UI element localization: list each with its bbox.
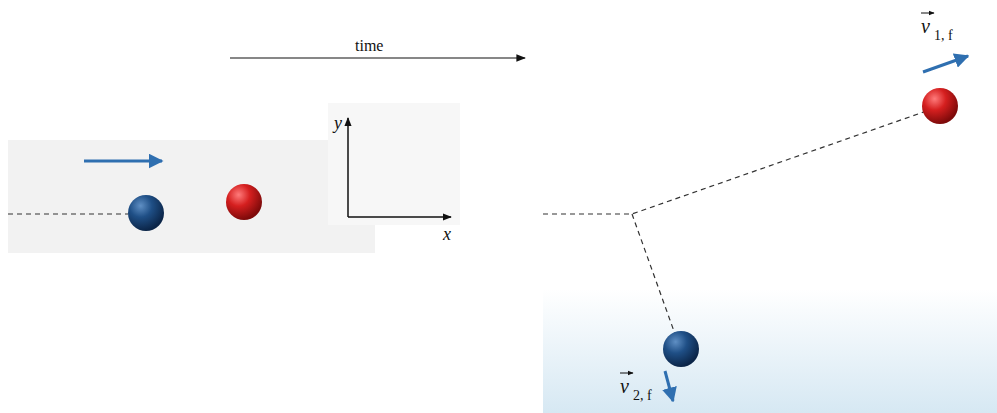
path-trace xyxy=(8,213,128,214)
velocity-symbol: v xyxy=(620,376,629,396)
path-trace xyxy=(632,214,680,348)
velocity-arrow xyxy=(923,56,968,72)
x-axis xyxy=(348,216,451,218)
after-panel xyxy=(543,0,997,413)
red-ball xyxy=(922,88,958,124)
vector-arrow xyxy=(921,13,934,14)
time-label: time xyxy=(355,38,383,54)
velocity-subscript: 1, f xyxy=(934,29,953,43)
axis-label: x xyxy=(443,225,451,243)
velocity-symbol: v xyxy=(921,16,930,36)
y-axis xyxy=(347,118,349,217)
vector-arrow xyxy=(620,373,633,374)
path-trace xyxy=(543,107,938,214)
axis-label: y xyxy=(334,114,342,132)
blue-ball xyxy=(663,331,699,367)
velocity-subscript: 2, f xyxy=(633,389,652,403)
axes-panel xyxy=(328,103,460,225)
blue-ball xyxy=(128,195,164,231)
before-panel xyxy=(8,140,375,253)
red-ball xyxy=(226,184,262,220)
time-arrow xyxy=(230,57,525,58)
velocity-arrow xyxy=(665,371,673,401)
velocity-arrow xyxy=(84,160,162,163)
